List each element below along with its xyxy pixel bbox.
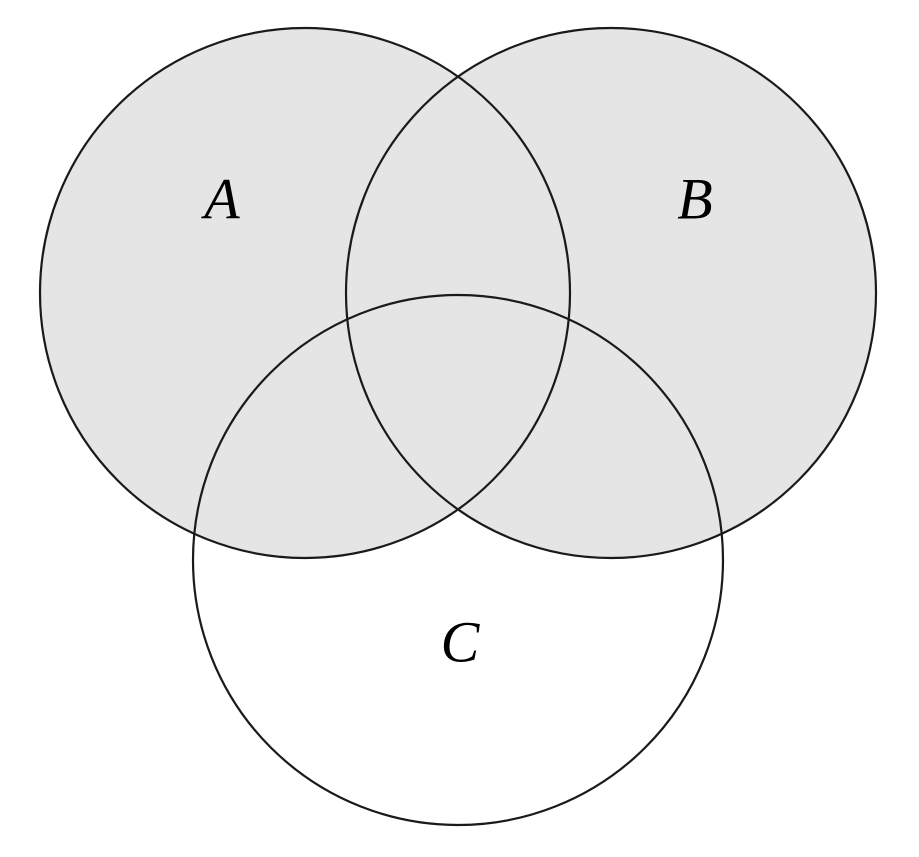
set-label-B: B (677, 166, 712, 231)
set-circle-B[interactable] (344, 26, 878, 560)
set-circle-A[interactable] (38, 26, 572, 560)
shaded-region-B-minus-A (346, 28, 877, 559)
set-circle-C[interactable] (191, 293, 725, 827)
set-label-A: A (200, 166, 240, 231)
set-label-C: C (441, 609, 481, 674)
